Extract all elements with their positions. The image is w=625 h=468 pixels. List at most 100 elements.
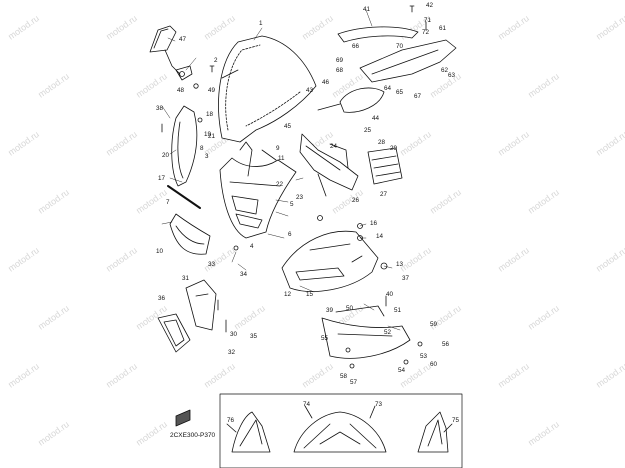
watermark-text: motod.ru xyxy=(526,71,561,100)
callout-14: 14 xyxy=(376,233,384,240)
callout-4: 4 xyxy=(250,243,254,250)
watermark-text: motod.ru xyxy=(330,187,365,216)
callout-8: 8 xyxy=(200,145,204,152)
watermark-text: motod.ru xyxy=(134,419,169,448)
callout-24: 24 xyxy=(330,143,338,150)
callout-51: 51 xyxy=(394,307,402,314)
callout-71: 71 xyxy=(424,17,432,24)
callout-16: 16 xyxy=(370,220,378,227)
watermark-text: motod.ru xyxy=(232,303,267,332)
inner-panel xyxy=(157,313,191,353)
callout-52: 52 xyxy=(384,329,392,336)
callout-65: 65 xyxy=(396,89,404,96)
callout-30: 30 xyxy=(230,331,238,338)
callout-19: 19 xyxy=(204,131,212,138)
callout-63: 63 xyxy=(448,72,456,79)
watermark-text: motod.ru xyxy=(496,245,531,274)
watermark-text: motod.ru xyxy=(300,13,335,42)
callout-39: 39 xyxy=(326,307,334,314)
leader-lines xyxy=(161,9,401,331)
callout-41: 41 xyxy=(363,6,371,13)
callout-22: 22 xyxy=(276,181,284,188)
callout-67: 67 xyxy=(414,93,422,100)
watermark-text: motod.ru xyxy=(300,361,335,390)
callout-15: 15 xyxy=(306,291,314,298)
watermark-text: motod.ru xyxy=(104,13,139,42)
watermark-text: motod.ru xyxy=(398,361,433,390)
callout-25: 25 xyxy=(364,127,372,134)
callout-37: 37 xyxy=(402,275,410,282)
main-fairing xyxy=(281,230,379,292)
callout-7: 7 xyxy=(166,199,170,206)
meter-panel xyxy=(367,147,403,185)
watermark-text: motod.ru xyxy=(398,129,433,158)
watermark-text: motod.ru xyxy=(36,303,71,332)
under-cowl xyxy=(321,305,411,359)
watermark-text: motod.ru xyxy=(594,129,625,158)
callout-57: 57 xyxy=(350,379,358,386)
watermark-text: motod.ru xyxy=(104,245,139,274)
callout-2: 2 xyxy=(214,57,218,64)
watermark-text: motod.ru xyxy=(36,187,71,216)
callout-9: 9 xyxy=(276,145,280,152)
watermark-text: motod.ru xyxy=(202,13,237,42)
callout-1: 1 xyxy=(259,20,263,27)
callout-36: 36 xyxy=(158,295,166,302)
callout-59: 59 xyxy=(430,321,438,328)
part-drawings xyxy=(149,5,463,468)
diagram-code: 2CXE300-P370 xyxy=(170,432,216,439)
callout-60: 60 xyxy=(430,361,438,368)
watermark-text: motod.ru xyxy=(134,187,169,216)
watermark-text: motod.ru xyxy=(6,245,41,274)
callout-18: 18 xyxy=(206,111,214,118)
watermark-text: motod.ru xyxy=(526,187,561,216)
callout-27: 27 xyxy=(380,191,388,198)
detail-box xyxy=(219,393,463,468)
top-cover xyxy=(337,26,419,43)
callout-10: 10 xyxy=(156,248,164,255)
callout-21: 21 xyxy=(208,133,216,140)
callout-28: 28 xyxy=(378,139,386,146)
callout-5: 5 xyxy=(290,201,294,208)
front-stay-bracket xyxy=(299,133,359,197)
callout-43: 43 xyxy=(306,87,314,94)
callout-35: 35 xyxy=(250,333,258,340)
callout-64: 64 xyxy=(384,85,392,92)
callout-17: 17 xyxy=(158,175,166,182)
watermark-text: motod.ru xyxy=(526,303,561,332)
callout-73: 73 xyxy=(375,401,383,408)
watermark-text: motod.ru xyxy=(202,361,237,390)
side-cover-right xyxy=(359,39,457,83)
watermark-text: motod.ru xyxy=(594,13,625,42)
watermark-text: motod.ru xyxy=(496,13,531,42)
callout-31: 31 xyxy=(182,275,190,282)
callout-23: 23 xyxy=(296,194,304,201)
callout-54: 54 xyxy=(398,367,406,374)
headlight-housing xyxy=(219,141,297,239)
watermark-text: motod.ru xyxy=(398,245,433,274)
callout-50: 50 xyxy=(346,305,354,312)
callout-6: 6 xyxy=(288,231,292,238)
callout-34: 34 xyxy=(240,271,248,278)
parts-logo xyxy=(175,409,191,427)
callout-62: 62 xyxy=(441,67,449,74)
callout-3: 3 xyxy=(205,153,209,160)
callout-68: 68 xyxy=(336,67,344,74)
stay-bracket xyxy=(185,279,217,331)
callout-75: 75 xyxy=(452,417,460,424)
callout-58: 58 xyxy=(340,373,348,380)
watermark-text: motod.ru xyxy=(526,419,561,448)
callout-40: 40 xyxy=(386,291,394,298)
watermark-text: motod.ru xyxy=(36,71,71,100)
watermark-text: motod.ru xyxy=(6,129,41,158)
callout-20: 20 xyxy=(162,152,170,159)
watermark-text: motod.ru xyxy=(36,419,71,448)
callout-38: 38 xyxy=(156,105,164,112)
callout-33: 33 xyxy=(208,261,216,268)
watermark-text: motod.ru xyxy=(428,187,463,216)
callout-48: 48 xyxy=(177,87,185,94)
callout-12: 12 xyxy=(284,291,292,298)
